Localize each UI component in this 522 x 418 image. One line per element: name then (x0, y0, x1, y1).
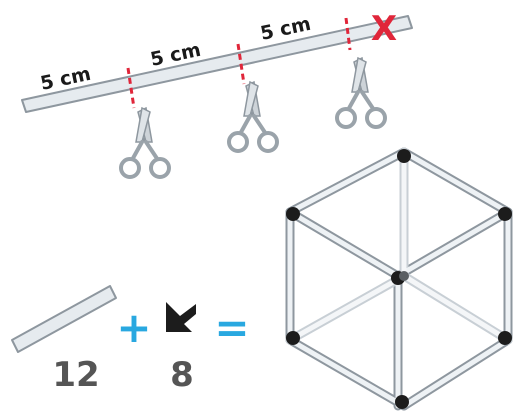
discard-mark: X (371, 9, 397, 49)
connector-icon (166, 302, 196, 332)
scissors-icon (119, 106, 171, 179)
scissors-icon (335, 56, 387, 129)
cube-frame-icon (285, 147, 513, 411)
cut-line (344, 17, 352, 51)
straws-count: 12 (52, 355, 99, 395)
scissors-icon (227, 80, 279, 153)
connectors-count: 8 (170, 355, 194, 395)
cut-line (236, 43, 246, 85)
equals-sign: = (214, 303, 249, 352)
plus-sign: + (116, 303, 151, 352)
cut-line (126, 67, 136, 109)
straw-icon (11, 285, 117, 353)
straw-icon (21, 15, 413, 113)
